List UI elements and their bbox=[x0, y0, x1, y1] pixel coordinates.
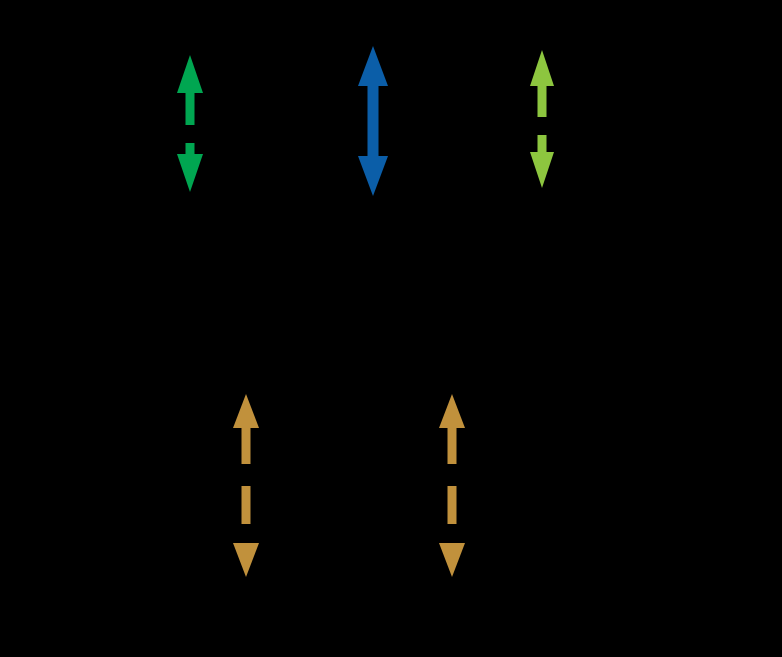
yellow-green-double-arrow-head-down bbox=[530, 152, 554, 188]
gold-double-arrow-left-head-up bbox=[233, 394, 259, 428]
gold-double-arrow-left bbox=[233, 394, 259, 577]
arrows-layer bbox=[177, 46, 554, 577]
green-double-arrow bbox=[177, 55, 203, 192]
blue-double-arrow bbox=[358, 46, 388, 196]
yellow-green-double-arrow bbox=[530, 50, 554, 188]
blue-double-arrow-head-up bbox=[358, 46, 388, 86]
green-double-arrow-head-down bbox=[177, 154, 203, 192]
gold-double-arrow-right-head-down bbox=[439, 543, 465, 577]
green-double-arrow-head-up bbox=[177, 55, 203, 93]
gold-double-arrow-left-head-down bbox=[233, 543, 259, 577]
blue-double-arrow-head-down bbox=[358, 156, 388, 196]
gold-double-arrow-right bbox=[439, 394, 465, 577]
gold-double-arrow-right-head-up bbox=[439, 394, 465, 428]
yellow-green-double-arrow-head-up bbox=[530, 50, 554, 86]
